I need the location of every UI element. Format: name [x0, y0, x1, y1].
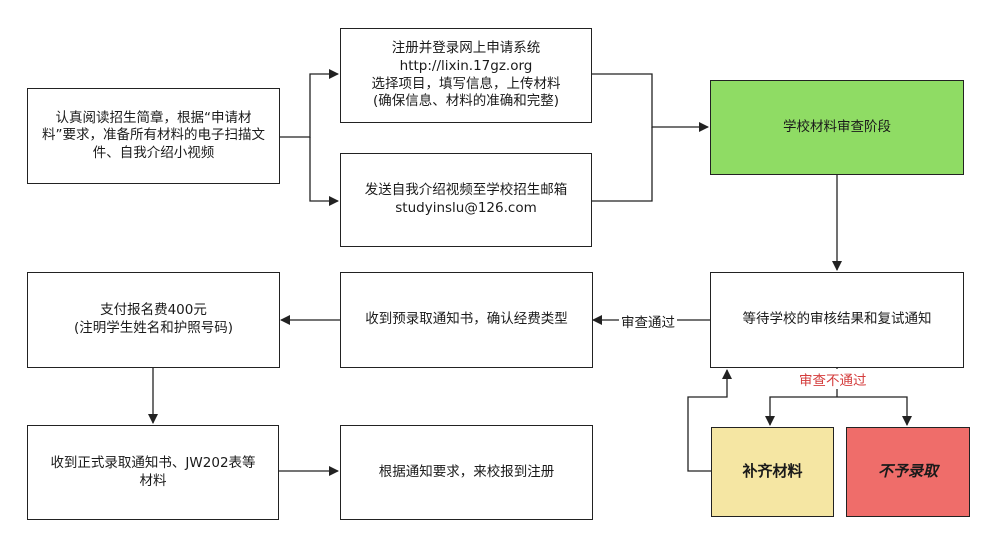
node-review-stage: 学校材料审查阶段 [710, 80, 964, 175]
edge-label-fail: 审查不通过 [797, 369, 869, 389]
node-report: 根据通知要求，来校报到注册 [340, 425, 593, 520]
node-read-guide: 认真阅读招生简章，根据“申请材料”要求，准备所有材料的电子扫描文件、自我介绍小视… [27, 88, 280, 184]
edge-guide-to-register [280, 69, 339, 138]
edge-supplement-loop [687, 369, 732, 472]
edge-video-to-review [592, 127, 653, 202]
node-reject: 不予录取 [846, 427, 970, 517]
edge-label-pass: 审查通过 [619, 311, 677, 331]
node-pay-fee: 支付报名费400元 (注明学生姓名和护照号码) [27, 272, 280, 368]
node-wait-result: 等待学校的审核结果和复试通知 [710, 272, 964, 368]
node-register: 注册并登录网上申请系统 http://lixin.17gz.org 选择项目，填… [340, 28, 592, 123]
node-formal-admission: 收到正式录取通知书、JW202表等材料 [27, 425, 279, 520]
edge-register-to-review [592, 73, 709, 132]
edge-branch-to-reject [837, 396, 912, 426]
node-pre-admission: 收到预录取通知书，确认经费类型 [340, 272, 593, 368]
node-supplement: 补齐材料 [711, 427, 834, 517]
node-send-video: 发送自我介绍视频至学校招生邮箱 studyinslu@126.com [340, 153, 592, 247]
edge-branch-to-supplement [765, 396, 837, 426]
edge-guide-to-video [309, 137, 339, 206]
